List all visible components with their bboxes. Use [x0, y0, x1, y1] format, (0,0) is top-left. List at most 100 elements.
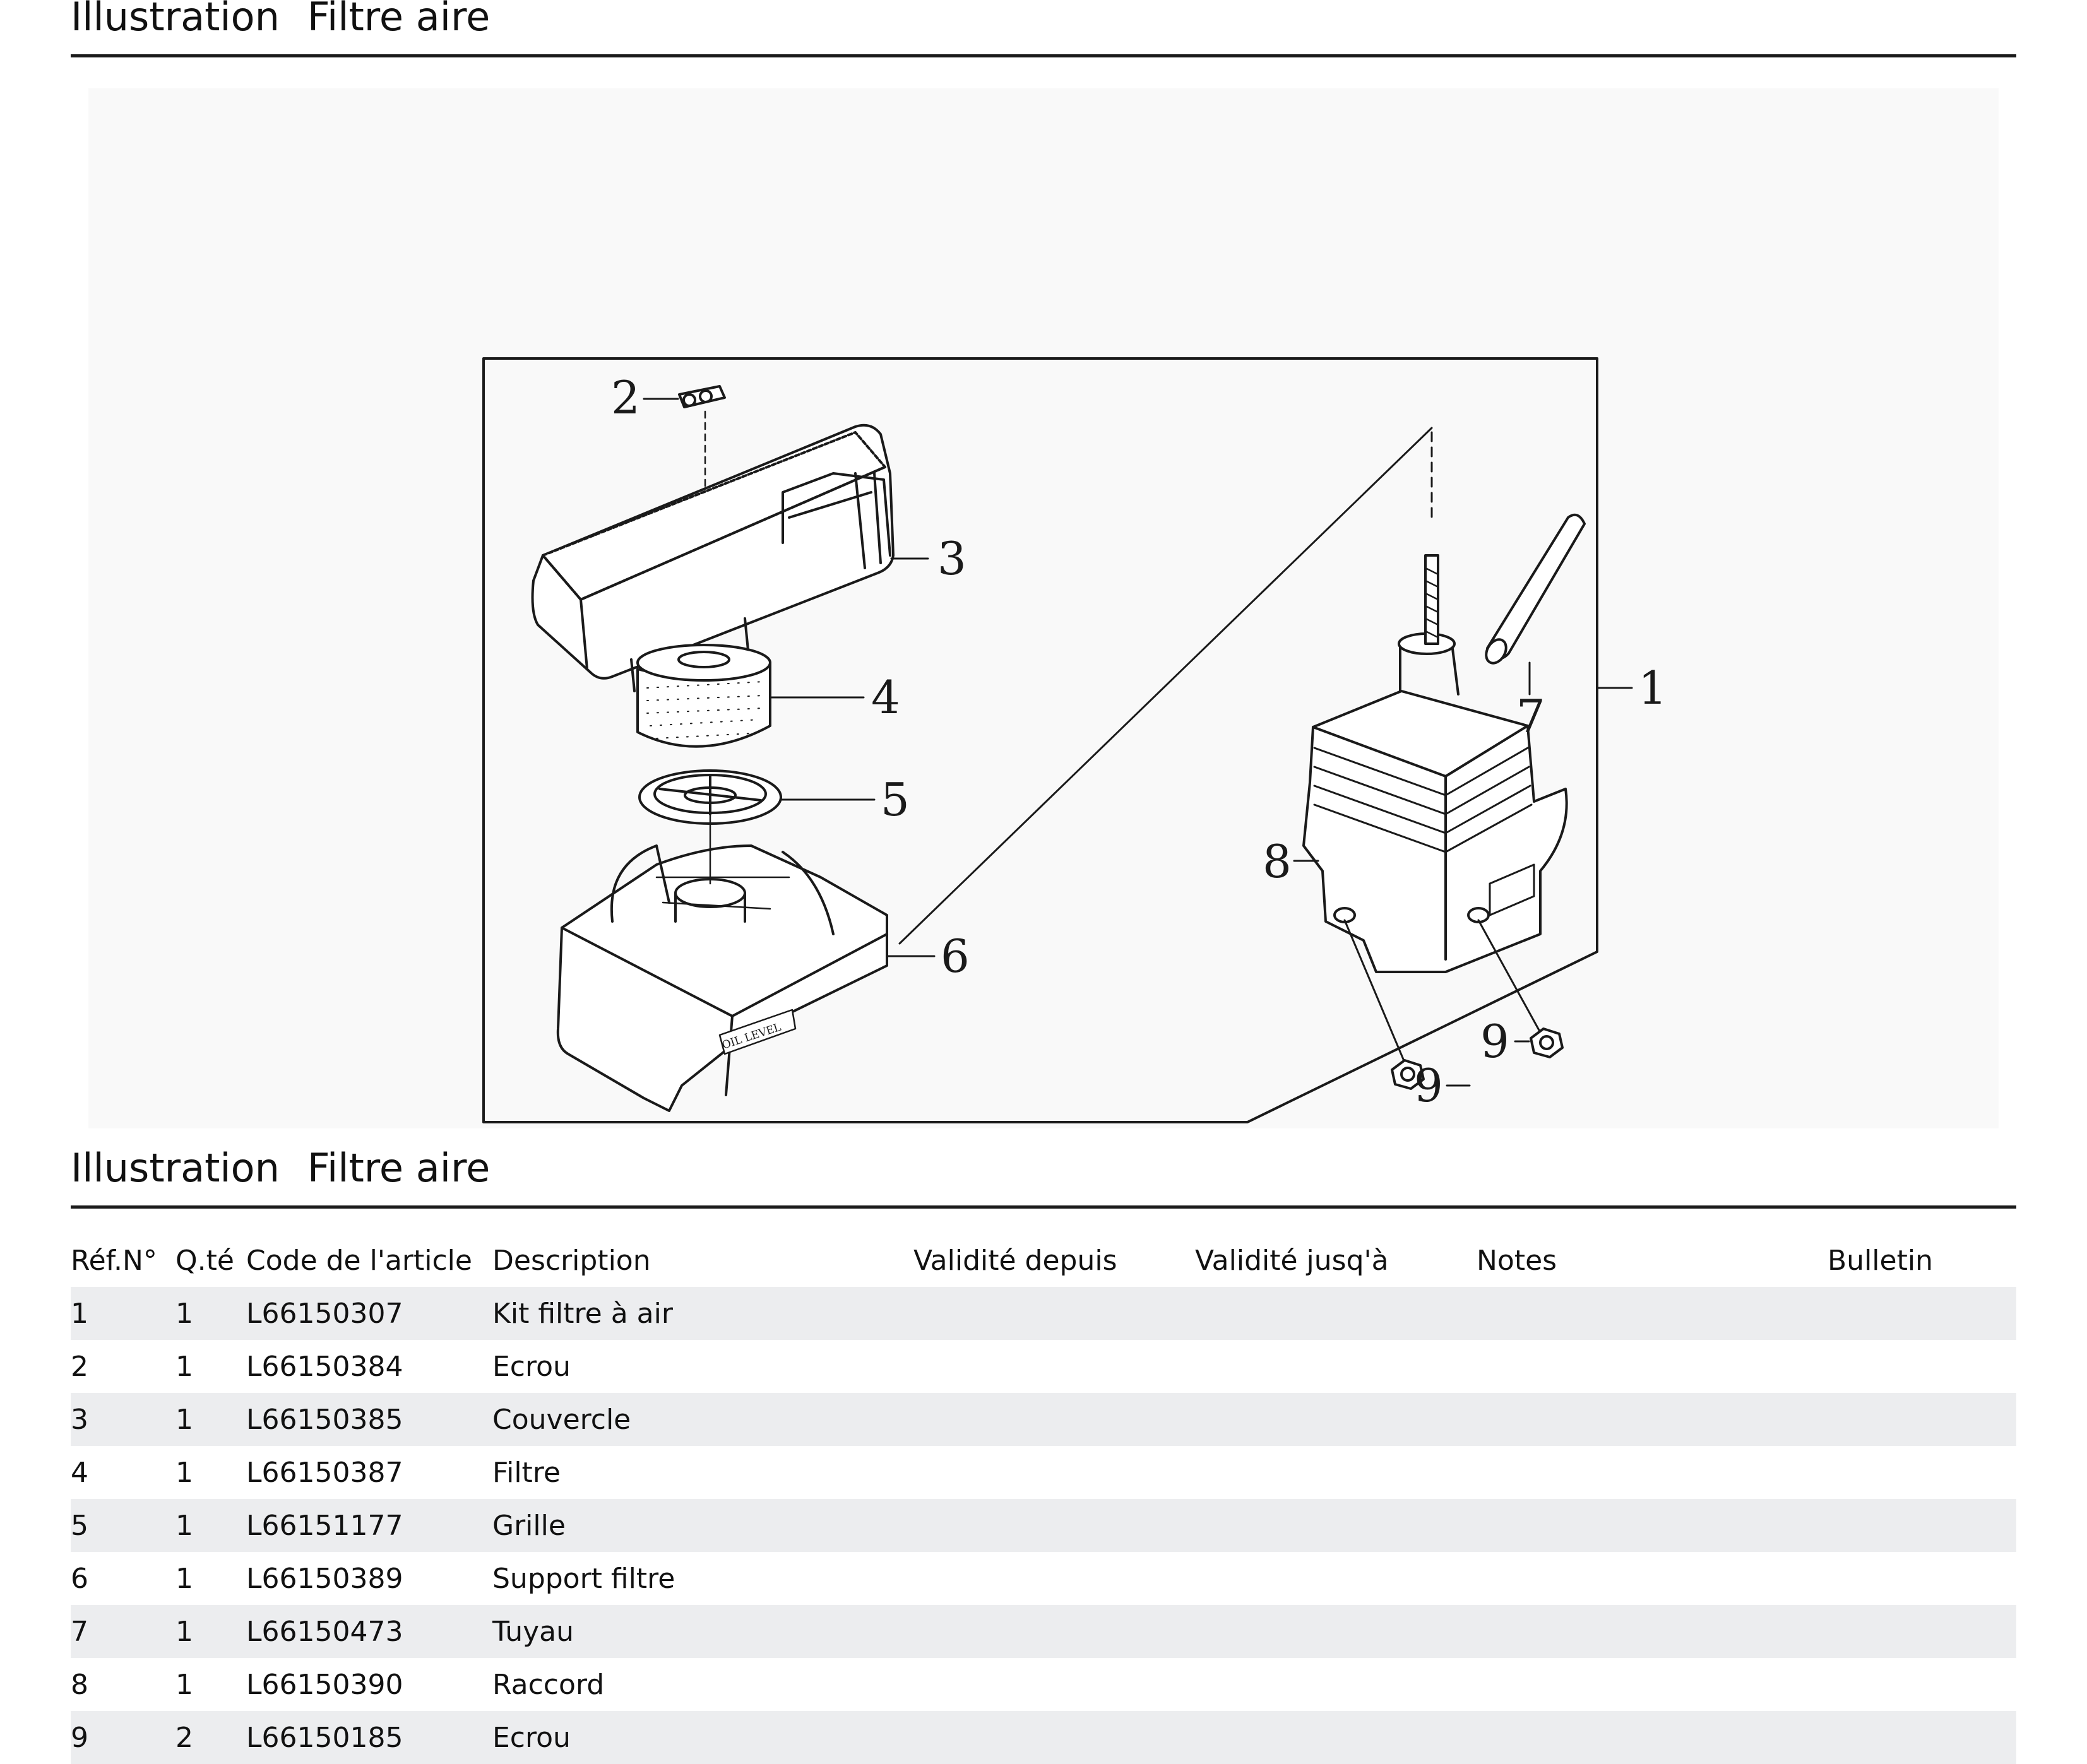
callout-7: 7	[1516, 690, 1545, 743]
table-header-title: Filtre aire	[307, 1145, 491, 1191]
cell-description: Raccord	[492, 1668, 605, 1701]
cell-qty: 1	[175, 1562, 193, 1595]
cell-bulletin	[1828, 1552, 2016, 1605]
callout-6: 6	[941, 930, 970, 983]
nut-bottom-right-icon	[1477, 919, 1564, 1058]
cell-valid-to	[1195, 1658, 1477, 1711]
cell-code: L66150185	[246, 1711, 492, 1764]
page-header: Illustration Filtre aire	[71, 0, 2016, 57]
cell-notes	[1477, 1658, 1828, 1711]
kit-frame	[482, 357, 1598, 1123]
cell-code: L66150307	[246, 1287, 492, 1340]
table-row: 7 1 L66150473 Tuyau	[71, 1605, 2016, 1658]
parts-table: Réf.N° Q.té Code de l'article Descriptio…	[71, 1234, 2016, 1764]
cell-bulletin	[1828, 1605, 2016, 1658]
cell-bulletin	[1828, 1287, 2016, 1340]
col-ref: Réf.N°	[71, 1244, 157, 1277]
cell-description: Ecrou	[492, 1350, 571, 1383]
cell-valid-to	[1195, 1552, 1477, 1605]
cell-valid-to	[1195, 1499, 1477, 1552]
cell-qty: 1	[175, 1287, 246, 1340]
cell-qty: 1	[175, 1668, 193, 1701]
cell-description: Grille	[492, 1499, 913, 1552]
filter-base-icon: OIL LEVEL	[556, 813, 888, 1112]
cell-valid-to	[1195, 1711, 1477, 1764]
table-header: Illustration Filtre aire	[71, 1144, 2016, 1209]
cell-description: Tuyau	[492, 1605, 913, 1658]
cell-description: Ecrou	[492, 1711, 913, 1764]
cell-valid-from	[913, 1287, 1195, 1340]
table-header-row: Réf.N° Q.té Code de l'article Descriptio…	[71, 1234, 2016, 1287]
cell-description: Kit filtre à air	[492, 1287, 913, 1340]
nut-top-icon	[678, 385, 726, 532]
header-label: Illustration	[71, 0, 280, 40]
table-row: 8 1 L66150390 Raccord	[71, 1658, 2016, 1711]
connector-housing-icon	[1302, 431, 1568, 973]
cell-ref: 8	[71, 1668, 88, 1701]
cell-valid-to	[1195, 1605, 1477, 1658]
cell-valid-from	[913, 1658, 1195, 1711]
cell-qty: 1	[175, 1350, 193, 1383]
table-row: 3 1 L66150385 Couvercle	[71, 1393, 2016, 1446]
table-row: 2 1 L66150384 Ecrou	[71, 1340, 2016, 1393]
table-row: 5 1 L66151177 Grille	[71, 1499, 2016, 1552]
callout-9a: 9	[1414, 1059, 1443, 1112]
cell-qty: 1	[175, 1393, 246, 1446]
cell-bulletin	[1828, 1499, 2016, 1552]
table-header-label: Illustration	[71, 1145, 280, 1191]
cell-valid-from	[913, 1552, 1195, 1605]
col-qty: Q.té	[175, 1244, 234, 1277]
table-row: 1 1 L66150307 Kit filtre à air	[71, 1287, 2016, 1340]
col-valid-to: Validité jusq'à	[1195, 1244, 1389, 1277]
cell-bulletin	[1828, 1446, 2016, 1499]
col-bulletin: Bulletin	[1828, 1244, 1933, 1277]
callout-1: 1	[1638, 661, 1667, 714]
cell-ref: 9	[71, 1711, 175, 1764]
cell-notes	[1477, 1340, 1828, 1393]
cell-valid-from	[913, 1499, 1195, 1552]
cell-code: L66150384	[246, 1350, 403, 1383]
cell-qty: 2	[175, 1711, 246, 1764]
cell-description: Filtre	[492, 1456, 561, 1489]
callout-5: 5	[881, 773, 910, 826]
foam-filter-icon	[636, 644, 771, 748]
cell-qty: 1	[175, 1605, 246, 1658]
header-title: Filtre aire	[307, 0, 491, 40]
cover-icon	[531, 423, 895, 692]
cell-code: L66150390	[246, 1668, 403, 1701]
cell-notes	[1477, 1287, 1828, 1340]
cell-notes	[1477, 1552, 1828, 1605]
cell-valid-from	[913, 1393, 1195, 1446]
cell-ref: 5	[71, 1499, 175, 1552]
nut-bottom-left-icon	[1343, 919, 1425, 1090]
cell-ref: 1	[71, 1287, 175, 1340]
cell-notes	[1477, 1446, 1828, 1499]
cell-valid-to	[1195, 1287, 1477, 1340]
callout-4: 4	[871, 671, 900, 724]
cell-code: L66151177	[246, 1499, 492, 1552]
cell-notes	[1477, 1499, 1828, 1552]
cell-bulletin	[1828, 1711, 2016, 1764]
cell-code: L66150387	[246, 1456, 403, 1489]
cell-valid-from	[913, 1446, 1195, 1499]
exploded-view-figure: OIL LEVEL	[88, 88, 1999, 1128]
cell-ref: 3	[71, 1393, 175, 1446]
cell-notes	[1477, 1605, 1828, 1658]
callout-2: 2	[611, 371, 640, 424]
cell-code: L66150389	[246, 1562, 403, 1595]
hose-icon	[1485, 513, 1586, 696]
cell-notes	[1477, 1711, 1828, 1764]
cell-bulletin	[1828, 1658, 2016, 1711]
col-valid-from: Validité depuis	[913, 1244, 1117, 1277]
cell-qty: 1	[175, 1499, 246, 1552]
cell-valid-to	[1195, 1340, 1477, 1393]
cell-valid-from	[913, 1711, 1195, 1764]
cell-notes	[1477, 1393, 1828, 1446]
callout-8: 8	[1263, 835, 1292, 888]
cell-code: L66150385	[246, 1393, 492, 1446]
col-notes: Notes	[1477, 1244, 1557, 1277]
cell-description: Couvercle	[492, 1393, 913, 1446]
cell-bulletin	[1828, 1340, 2016, 1393]
cell-valid-to	[1195, 1446, 1477, 1499]
col-description: Description	[492, 1244, 651, 1277]
